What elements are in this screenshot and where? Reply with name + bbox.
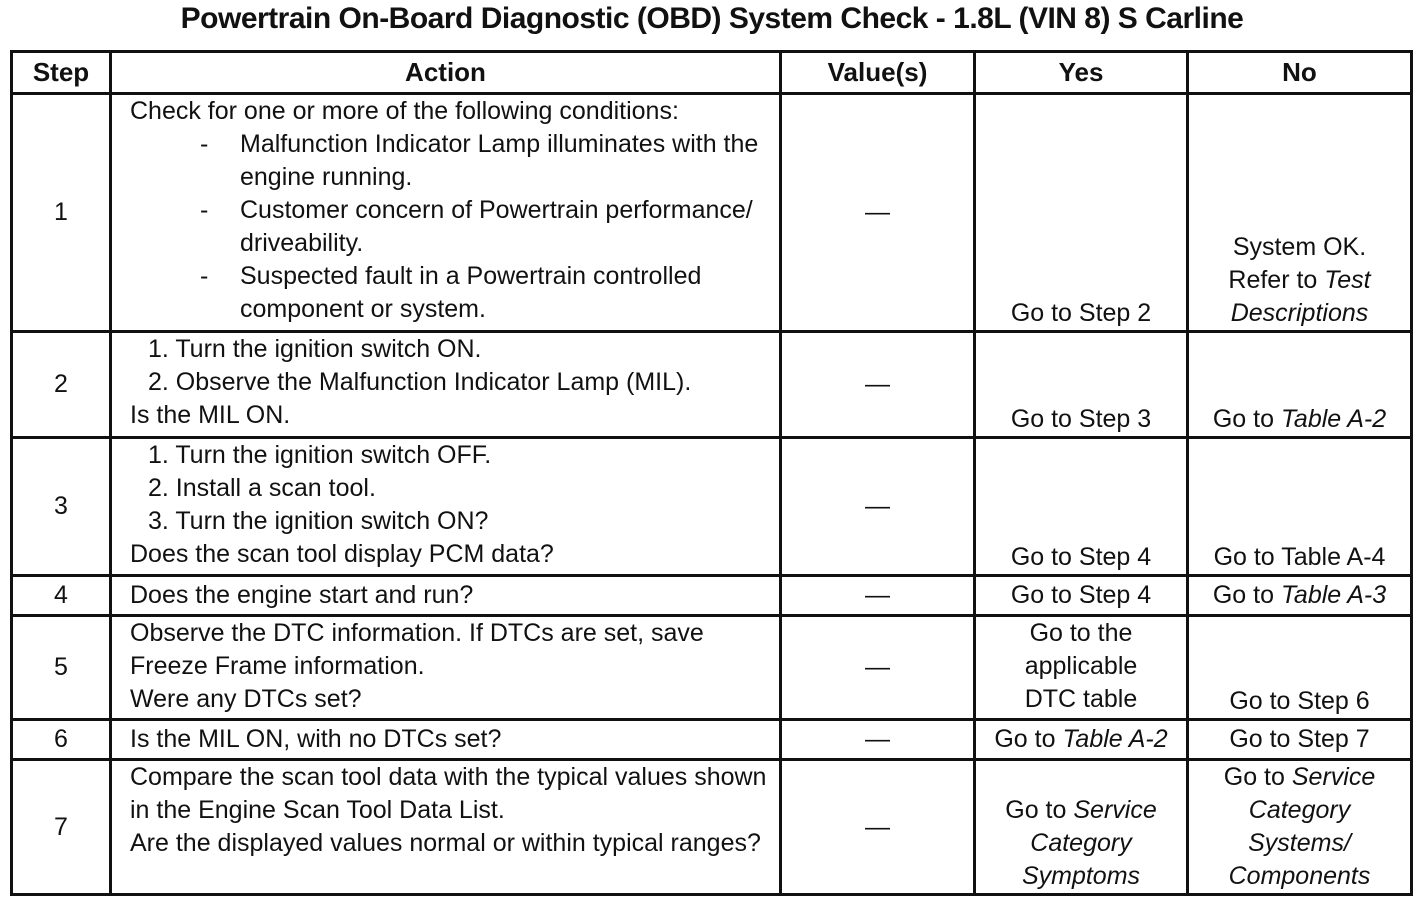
action-text: Compare the scan tool data with the typi… [130,763,767,824]
step-number: 6 [10,718,112,761]
header-action: Action [109,50,782,95]
no-prefix: Go to [1212,581,1281,609]
action-text: Is the MIL ON, with no DTCs set? [109,718,782,761]
table-row: 2 1. Turn the ignition switch ON. 2. Obs… [10,330,1413,439]
list-item: 1. Turn the ignition switch ON. [148,335,482,363]
no-reference: Table A-3 [1280,581,1387,609]
yes-cell: Go to Step 2 [973,92,1189,333]
action-cell: Observe the DTC information. If DTCs are… [109,614,782,721]
value-cell: — [779,92,976,333]
yes-cell: Go to Service Category Symptoms [973,758,1189,896]
header-values: Value(s) [779,50,976,95]
yes-cell: Go to the applicable DTC table [973,614,1189,721]
step-number: 4 [10,574,112,617]
yes-text: Go to the applicable DTC table [1024,619,1138,713]
yes-reference: Table A-2 [1062,725,1168,753]
table-row: 3 1. Turn the ignition switch OFF. 2. In… [10,436,1413,577]
bullet-text: Suspected fault in a Powertrain controll… [240,262,702,323]
no-cell: System OK. Refer to Test Descriptions [1186,92,1413,333]
list-item: 2. Install a scan tool. [148,474,376,502]
no-reference: Table A-2 [1280,405,1387,433]
bullet-text: Customer concern of Powertrain performan… [240,196,753,257]
step-number: 5 [10,614,112,721]
list-item: - Suspected fault in a Powertrain contro… [130,260,773,326]
action-cell: Check for one or more of the following c… [109,92,782,333]
no-reference: Test Descriptions [1230,266,1371,327]
no-text: System OK. [1232,233,1367,261]
bullet-text: Malfunction Indicator Lamp illuminates w… [240,130,759,191]
action-text: Observe the DTC information. If DTCs are… [130,619,704,680]
value-cell: — [779,574,976,617]
action-question: Does the scan tool display PCM data? [130,540,554,568]
header-row: Step Action Value(s) Yes No [10,50,1413,95]
page-title: Powertrain On-Board Diagnostic (OBD) Sys… [180,2,1244,35]
no-cell: Go to Step 7 [1186,718,1413,761]
no-cell: Go to Service Category Systems/ Componen… [1186,758,1413,896]
no-cell: Go to Table A-2 [1186,330,1413,439]
table-row: 6 Is the MIL ON, with no DTCs set? — Go … [10,718,1413,761]
yes-cell: Go to Step 4 [973,436,1189,577]
yes-cell: Go to Step 3 [973,330,1189,439]
yes-reference: Service Category Symptoms [1021,796,1157,890]
value-cell: — [779,614,976,721]
action-cell: 1. Turn the ignition switch ON. 2. Obser… [109,330,782,439]
step-number: 3 [10,436,112,577]
bullet-mark: - [200,196,209,224]
action-cell: 1. Turn the ignition switch OFF. 2. Inst… [109,436,782,577]
yes-prefix: Go to [1005,796,1074,824]
no-reference: Service Category Systems/ Components [1228,763,1376,890]
list-item: - Customer concern of Powertrain perform… [130,194,773,260]
no-cell: Go to Table A-4 [1186,436,1413,577]
table-row: 1 Check for one or more of the following… [10,92,1413,333]
diagnostic-table: Step Action Value(s) Yes No 1 Check for … [10,50,1413,896]
action-text: Does the engine start and run? [109,574,782,617]
value-cell: — [779,758,976,896]
no-prefix: Go to [1212,405,1281,433]
bullet-mark: - [200,262,209,290]
list-item: 2. Observe the Malfunction Indicator Lam… [148,368,692,396]
list-item: 3. Turn the ignition switch ON? [148,507,489,535]
yes-cell: Go to Table A-2 [973,718,1189,761]
header-step: Step [10,50,112,95]
table-row: 7 Compare the scan tool data with the ty… [10,758,1413,896]
step-number: 2 [10,330,112,439]
header-no: No [1186,50,1413,95]
list-item: - Malfunction Indicator Lamp illuminates… [130,128,773,194]
action-text: Check for one or more of the following c… [130,97,679,125]
no-prefix: Refer to [1228,266,1325,294]
header-yes: Yes [973,50,1189,95]
table-row: 4 Does the engine start and run? — Go to… [10,574,1413,617]
table-row: 5 Observe the DTC information. If DTCs a… [10,614,1413,721]
no-cell: Go to Step 6 [1186,614,1413,721]
no-prefix: Go to [1223,763,1292,791]
step-number: 1 [10,92,112,333]
value-cell: — [779,436,976,577]
action-question: Is the MIL ON. [130,401,291,429]
bullet-mark: - [200,130,209,158]
list-item: 1. Turn the ignition switch OFF. [148,441,492,469]
action-question: Were any DTCs set? [130,685,362,713]
yes-prefix: Go to [994,725,1063,753]
value-cell: — [779,330,976,439]
action-cell: Compare the scan tool data with the typi… [109,758,782,896]
action-question: Are the displayed values normal or withi… [130,829,761,857]
no-cell: Go to Table A-3 [1186,574,1413,617]
yes-cell: Go to Step 4 [973,574,1189,617]
step-number: 7 [10,758,112,896]
value-cell: — [779,718,976,761]
